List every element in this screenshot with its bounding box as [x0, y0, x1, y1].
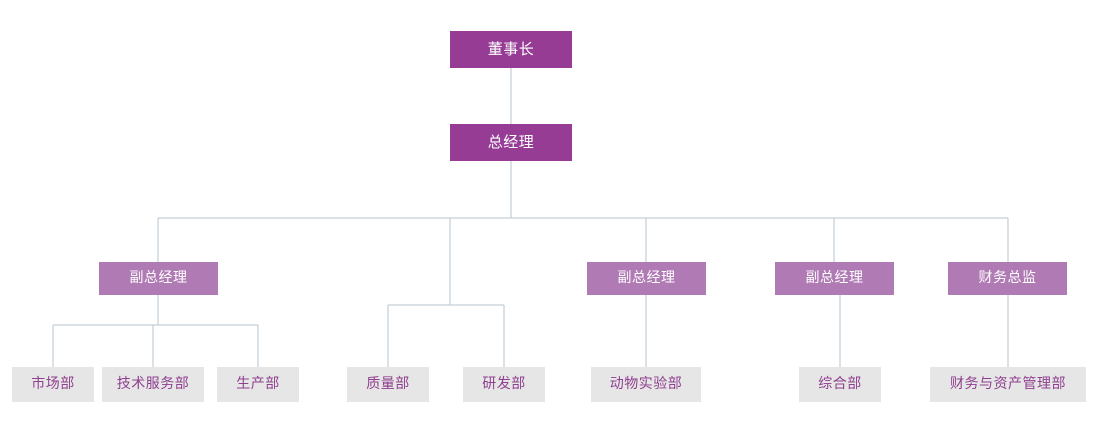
node-department-marketing[interactable]: 市场部	[12, 367, 94, 402]
node-deputy-general-manager-2[interactable]: 副总经理	[587, 262, 706, 295]
node-general-manager[interactable]: 总经理	[450, 124, 572, 161]
node-deputy-general-manager-3[interactable]: 副总经理	[775, 262, 894, 295]
node-department-technical-service[interactable]: 技术服务部	[102, 367, 204, 402]
node-department-rnd[interactable]: 研发部	[463, 367, 545, 402]
node-department-quality[interactable]: 质量部	[347, 367, 429, 402]
node-finance-director[interactable]: 财务总监	[948, 262, 1067, 295]
node-department-animal-lab[interactable]: 动物实验部	[591, 367, 701, 402]
node-department-finance-asset[interactable]: 财务与资产管理部	[930, 367, 1086, 402]
node-chairman[interactable]: 董事长	[450, 31, 572, 68]
node-department-general-affairs[interactable]: 综合部	[799, 367, 881, 402]
node-department-production[interactable]: 生产部	[217, 367, 299, 402]
node-deputy-general-manager-1[interactable]: 副总经理	[99, 262, 218, 295]
